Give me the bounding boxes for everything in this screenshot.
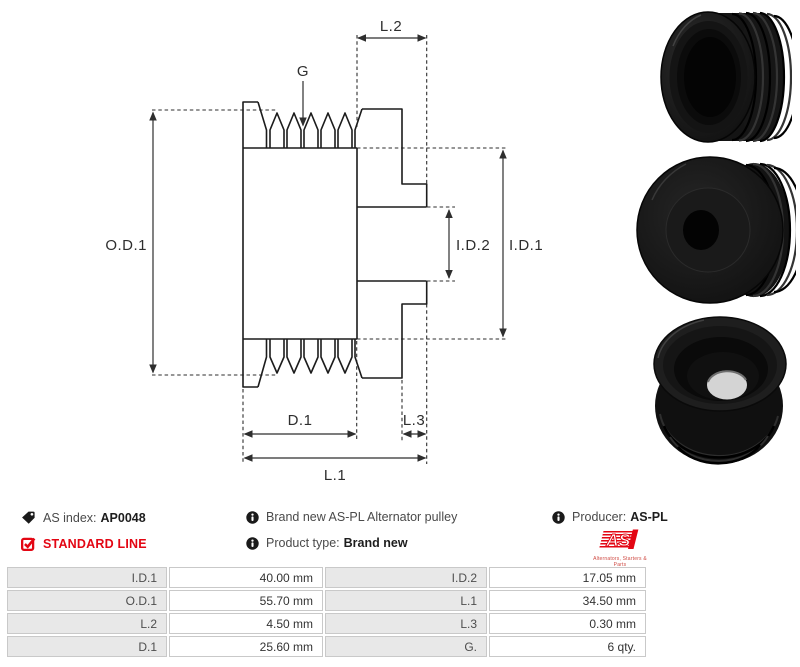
- label-id2: I.D.2: [456, 237, 490, 254]
- label-l3: L.3: [403, 412, 425, 429]
- dim-label: L.3: [325, 613, 487, 634]
- dim-label: L.2: [7, 613, 167, 634]
- product-type-row: Product type:Brand new: [246, 536, 408, 550]
- standard-line-row: STANDARD LINE: [21, 536, 147, 551]
- as-logo-subtext: Alternators, Starters & Parts: [593, 556, 647, 568]
- info-icon: [552, 510, 565, 524]
- description-row: Brand new AS-PL Alternator pulley: [246, 510, 457, 524]
- as-logo-icon: AS: [599, 529, 639, 550]
- dim-label: O.D.1: [7, 590, 167, 611]
- producer-row: Producer:AS-PL: [552, 510, 668, 524]
- label-od1: O.D.1: [105, 237, 147, 254]
- dim-value: 0.30 mm: [489, 613, 646, 634]
- dim-value: 34.50 mm: [489, 590, 646, 611]
- as-index-row: AS index:AP0048: [21, 510, 146, 525]
- dimension-arrows: [149, 34, 507, 462]
- dim-value: 4.50 mm: [169, 613, 323, 634]
- label-d1: D.1: [288, 412, 313, 429]
- product-photo-rear-angled: [653, 316, 787, 465]
- dim-label: I.D.2: [325, 567, 487, 588]
- dimensions-table: I.D.1 40.00 mm I.D.2 17.05 mm O.D.1 55.7…: [7, 567, 648, 657]
- as-index-value: AP0048: [100, 510, 146, 525]
- dim-label: L.1: [325, 590, 487, 611]
- pulley-outline: [242, 101, 428, 388]
- tag-icon: [22, 511, 35, 524]
- info-icon: [246, 510, 259, 524]
- dim-value: 40.00 mm: [169, 567, 323, 588]
- producer-label: Producer:: [572, 510, 627, 524]
- dim-value: 17.05 mm: [489, 567, 646, 588]
- label-l2: L.2: [380, 18, 402, 35]
- as-index-label: AS index:: [43, 510, 97, 525]
- standard-line-label: STANDARD LINE: [43, 536, 147, 551]
- description-text: Brand new AS-PL Alternator pulley: [266, 510, 458, 524]
- as-logo-text: AS: [605, 530, 631, 550]
- info-icon: [246, 536, 259, 550]
- dim-value: 25.60 mm: [169, 636, 323, 657]
- product-type-value: Brand new: [343, 536, 408, 550]
- as-pl-logo: AS Alternators, Starters & Parts: [587, 529, 653, 568]
- product-photo-front-angled: [660, 11, 792, 143]
- dim-label: D.1: [7, 636, 167, 657]
- dim-label: I.D.1: [7, 567, 167, 588]
- dim-label: G.: [325, 636, 487, 657]
- dim-value: 6 qty.: [489, 636, 646, 657]
- dim-value: 55.70 mm: [169, 590, 323, 611]
- pulley-technical-drawing: O.D.1 L.2 G I.D.2 I.D.1 D.1 L.3 L.1: [105, 18, 543, 484]
- product-photo-side: [636, 156, 796, 304]
- product-type-label: Product type:: [266, 536, 340, 550]
- checkbox-checked-icon: [21, 537, 36, 551]
- extension-lines: [152, 35, 507, 464]
- label-l1: L.1: [324, 467, 346, 484]
- label-id1: I.D.1: [509, 237, 543, 254]
- producer-value: AS-PL: [630, 510, 668, 524]
- label-g: G: [297, 63, 309, 80]
